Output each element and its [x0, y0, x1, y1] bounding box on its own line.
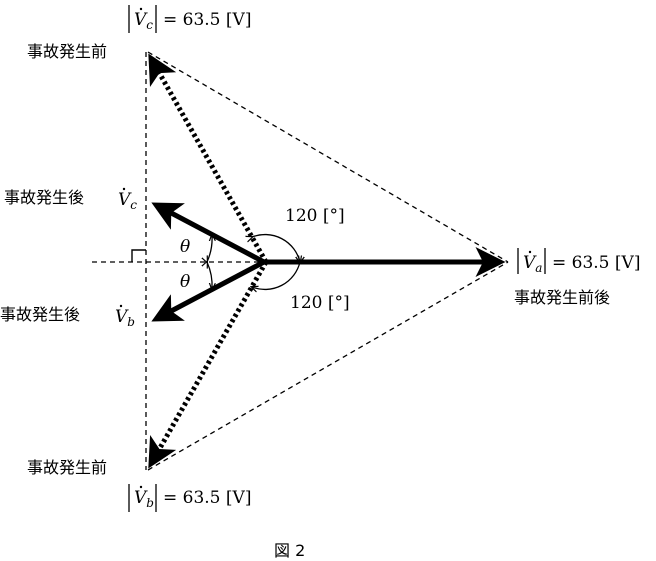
theta-arc-lower [207, 262, 212, 289]
vb-magnitude-label: Vb = 63.5 [V] [128, 484, 251, 512]
label-after-fault-vc: 事故発生後 [4, 188, 84, 207]
right-angle-marker [131, 249, 146, 262]
svg-text:Vc: Vc [134, 10, 153, 32]
theta-upper: θ [180, 237, 190, 257]
label-after-fault-vb: 事故発生後 [0, 305, 80, 324]
svg-text:= 63.5 [V]: = 63.5 [V] [163, 488, 251, 508]
va-magnitude-label: Va = 63.5 [V] [517, 248, 640, 275]
theta-arc-upper [207, 235, 212, 262]
phasor-vc-before-fault [148, 53, 269, 264]
vb-after-symbol: Vb [115, 304, 135, 329]
svg-text:= 63.5 [V]: = 63.5 [V] [163, 10, 251, 30]
svg-text:Vb: Vb [134, 488, 154, 510]
vc-magnitude-label: Vc = 63.5 [V] [128, 5, 251, 33]
vc-after-symbol: Vc [118, 187, 137, 212]
angle-upper-120: 120 [°] [285, 206, 345, 226]
phasor-vb-after-fault [151, 259, 266, 322]
angle-arc-lower-120 [252, 262, 300, 289]
phasor-vb-before-fault [148, 260, 269, 469]
angle-lower-120: 120 [°] [290, 293, 350, 313]
label-before-after-va: 事故発生前後 [514, 288, 610, 307]
label-before-fault-top: 事故発生前 [27, 42, 107, 61]
figure-caption: 図 2 [274, 541, 305, 560]
theta-lower: θ [180, 272, 190, 292]
dashed-triangle-bottom-to-va [147, 261, 509, 471]
phasor-vc-after-fault [151, 202, 266, 265]
dashed-triangle-top-to-va [147, 51, 509, 263]
svg-text:Vc: Vc [118, 190, 137, 212]
svg-text:Vb: Vb [115, 307, 135, 329]
svg-text:= 63.5 [V]: = 63.5 [V] [552, 253, 640, 273]
svg-text:Va: Va [523, 253, 542, 275]
label-before-fault-bottom: 事故発生前 [27, 458, 107, 477]
